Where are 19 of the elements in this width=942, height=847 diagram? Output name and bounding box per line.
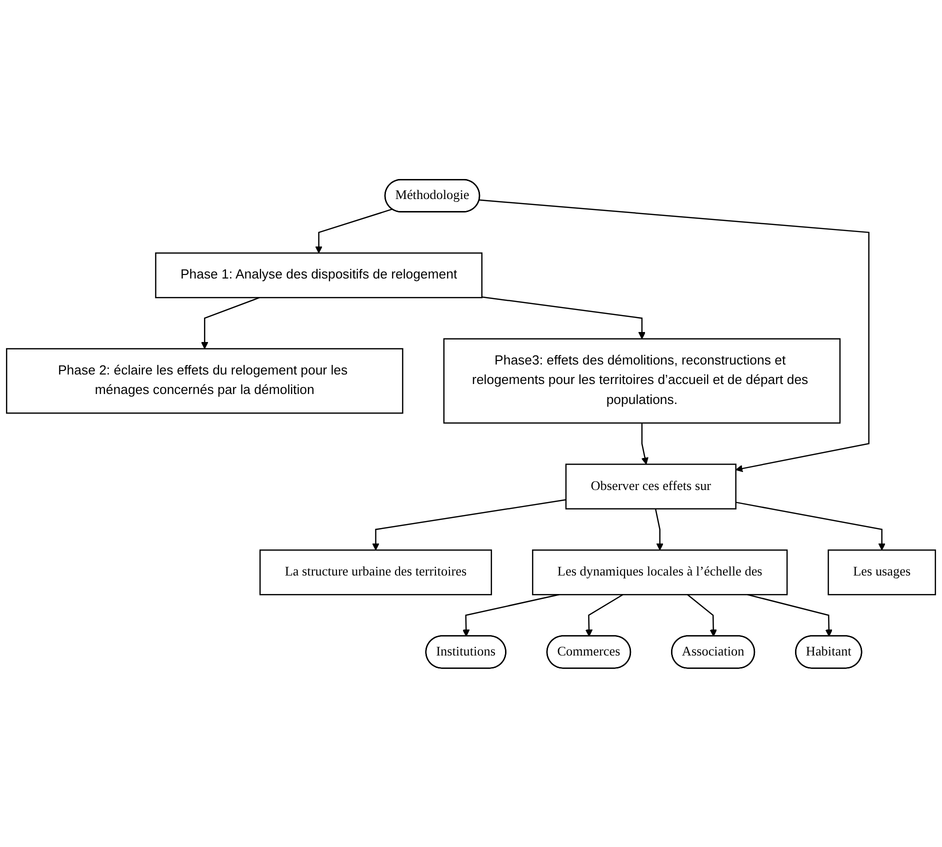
node-box: Les dynamiques locales à l’échelle des (532, 549, 788, 595)
node-box: Les usages (828, 549, 936, 595)
arrow (687, 594, 717, 636)
node-box: Phase3: effets des démolitions, reconstructions et relogements pour les territoires d’accueil et de départ des populations. (443, 338, 841, 424)
arrow (654, 508, 664, 550)
arrow (747, 594, 833, 636)
arrow (372, 498, 566, 550)
node-box: Phase 2: éclaire les effets du relogement pour les ménages concernés par la démolition (6, 348, 404, 414)
arrow (482, 296, 646, 339)
arrow (479, 199, 870, 472)
arrow (315, 208, 392, 254)
arrow (641, 422, 648, 464)
arrow (462, 594, 560, 636)
node-box: Phase 1: Analyse des dispositifs de relogement (155, 252, 482, 298)
arrow (201, 296, 260, 349)
arrow (736, 501, 886, 550)
arrow (585, 594, 624, 636)
node-box: Observer ces effets sur (565, 463, 736, 510)
node-box: La structure urbaine des territoires (259, 549, 492, 595)
